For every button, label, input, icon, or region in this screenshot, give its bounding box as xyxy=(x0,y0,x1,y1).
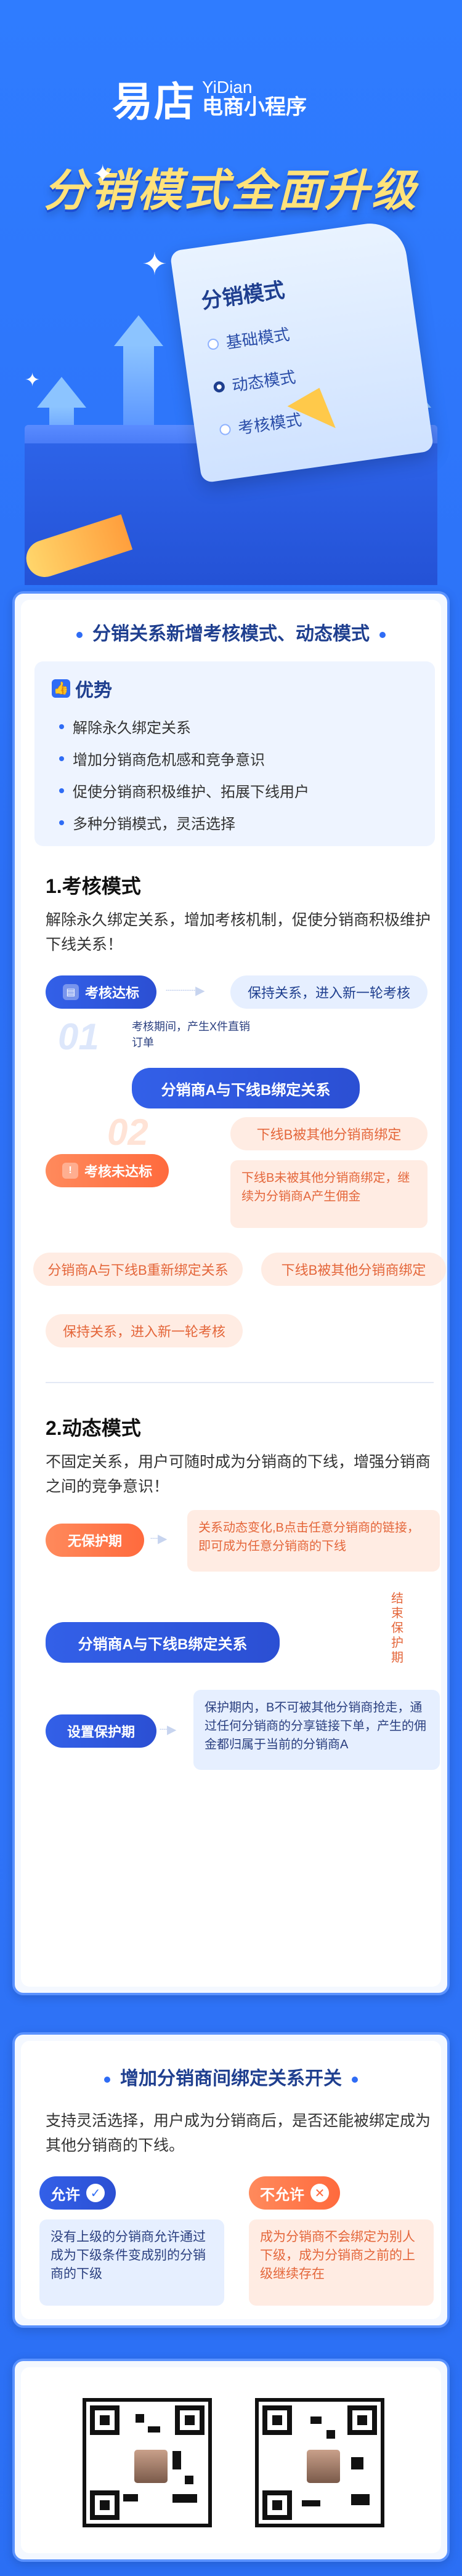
pass-pill: ▤考核达标 xyxy=(46,975,156,1009)
switch-desc: 支持灵活选择，用户成为分销商后，是否还能被绑定成为其他分销商的下线。 xyxy=(46,2112,431,2154)
step-number: 02 xyxy=(107,1112,148,1153)
cross-icon: ✕ xyxy=(310,2184,329,2202)
clipboard-icon: ▤ xyxy=(62,984,79,1000)
sparkle-icon: ✦ xyxy=(92,161,113,188)
section-title: 增加分销商间绑定关系开关 xyxy=(21,2063,441,2090)
protect-note: 保护期内，B不可被其他分销商抢走，通过任何分销商的分享链接下单，产生的佣金都归属… xyxy=(193,1690,440,1770)
up-arrow-icon xyxy=(37,377,86,408)
fail-result-2: 下线B未被其他分销商绑定，继续为分销商A产生佣金 xyxy=(230,1160,428,1228)
qr-code-icon[interactable] xyxy=(255,2398,384,2527)
up-arrow-icon xyxy=(114,315,163,346)
option-assess: 考核模式 xyxy=(218,407,303,441)
advantage-item: 多种分销模式，灵活选择 xyxy=(59,812,235,833)
bullet-icon xyxy=(104,2077,110,2083)
scroll-title: 分销模式 xyxy=(200,278,286,313)
period-note: 考核期间，产生X件直销订单 xyxy=(132,1020,251,1049)
radio-icon xyxy=(219,422,232,436)
brand: 易店 YiDian 电商小程序 xyxy=(112,69,307,128)
mode2-desc: 不固定关系，用户可随时成为分销商的下线，增强分销商之间的竞争意识！ xyxy=(46,1453,431,1495)
radio-selected-icon xyxy=(213,380,225,393)
allow-note: 没有上级的分销商允许通过成为下级条件变成别的分销商的下级 xyxy=(39,2219,224,2306)
bullet-icon xyxy=(379,632,386,639)
qr-code-icon[interactable] xyxy=(83,2398,212,2527)
brand-logo: 易店 xyxy=(112,79,196,124)
arrow-right-icon: ┈▶ xyxy=(150,1532,168,1546)
mode1-desc: 解除永久绑定关系，增加考核机制，促使分销商积极维护下线关系！ xyxy=(46,911,431,953)
avatar xyxy=(132,2448,169,2485)
arrow-right-icon: ┈┈┈┈▶ xyxy=(166,984,205,998)
advantages-box: 👍 优势 解除永久绑定关系 增加分销商危机感和竞争意识 促使分销商积极维护、拓展… xyxy=(34,661,435,846)
bullet-icon xyxy=(59,820,64,825)
mode2-title: 2.动态模式 xyxy=(46,1417,141,1439)
section-switch-card: 增加分销商间绑定关系开关 支持灵活选择，用户成为分销商后，是否还能被绑定成为其他… xyxy=(12,2032,450,2328)
allow-option[interactable]: 允许 ✓ xyxy=(39,2176,116,2210)
bullet-icon xyxy=(76,632,83,639)
advantage-item: 解除永久绑定关系 xyxy=(59,716,191,737)
option-basic: 基础模式 xyxy=(206,322,291,356)
mode-scroll: 分销模式 基础模式 动态模式 考核模式 xyxy=(169,219,434,483)
radio-icon xyxy=(206,337,220,350)
hero-banner: 易店 YiDian 电商小程序 分销模式全面升级 ✦ ✦ ✦ ✦ 分销模式 基础… xyxy=(0,0,462,585)
advantages-heading: 👍 优势 xyxy=(52,675,112,702)
bind2-pill: 分销商A与下线B绑定关系 xyxy=(46,1622,280,1663)
fail-result-1: 下线B被其他分销商绑定 xyxy=(230,1117,428,1150)
pass-result: 保持关系，进入新一轮考核 xyxy=(230,975,428,1009)
bullet-icon xyxy=(59,788,64,793)
section-modes-card: 分销关系新增考核模式、动态模式 👍 优势 解除永久绑定关系 增加分销商危机感和竞… xyxy=(12,591,450,1995)
brand-cn: 电商小程序 xyxy=(202,95,307,119)
deny-option[interactable]: 不允许 ✕ xyxy=(249,2176,340,2210)
qr-card xyxy=(12,2359,450,2562)
brand-en: YiDian xyxy=(202,78,253,97)
no-protect-note: 关系动态变化,B点击任意分销商的链接，即可成为任意分销商的下线 xyxy=(187,1510,440,1572)
check-icon: ✓ xyxy=(86,2184,105,2202)
advantage-item: 增加分销商危机感和竞争意识 xyxy=(59,748,265,769)
fail-pill: !考核未达标 xyxy=(46,1154,169,1187)
hero-title: 分销模式全面升级 xyxy=(43,166,418,216)
bullet-icon xyxy=(59,724,64,729)
bullet-icon xyxy=(352,2077,358,2083)
mode1-title: 1.考核模式 xyxy=(46,875,141,897)
section-title: 分销关系新增考核模式、动态模式 xyxy=(21,618,441,645)
set-protect-pill: 设置保护期 xyxy=(46,1714,156,1748)
warning-icon: ! xyxy=(62,1163,78,1179)
bullet-icon xyxy=(59,756,64,761)
step-number: 01 xyxy=(58,1016,99,1057)
end-protect-label: 结束保护期 xyxy=(391,1592,403,1665)
rebind-pill: 分销商A与下线B重新绑定关系 xyxy=(33,1253,243,1286)
keep-pill: 保持关系，进入新一轮考核 xyxy=(46,1314,243,1347)
no-protect-pill: 无保护期 xyxy=(46,1524,144,1557)
option-dynamic: 动态模式 xyxy=(212,365,297,398)
avatar xyxy=(305,2448,342,2485)
advantage-item: 促使分销商积极维护、拓展下线用户 xyxy=(59,780,309,801)
thumbs-up-icon: 👍 xyxy=(52,679,70,698)
arrow-right-icon: ┈▶ xyxy=(160,1723,177,1737)
other-bind-pill: 下线B被其他分销商绑定 xyxy=(261,1253,446,1286)
bind-pill: 分销商A与下线B绑定关系 xyxy=(132,1068,360,1108)
divider xyxy=(46,1382,434,1383)
deny-note: 成为分销商不会绑定为别人下级，成为分销商之前的上级继续存在 xyxy=(249,2219,434,2306)
sparkle-icon: ✦ xyxy=(142,247,168,281)
